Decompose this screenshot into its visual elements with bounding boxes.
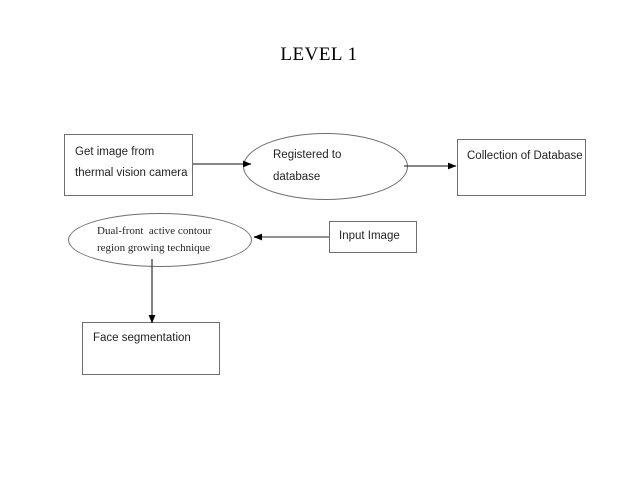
node-face-segmentation[interactable]: Face segmentation — [82, 322, 220, 375]
node-registered-to-database[interactable]: Registered to database — [243, 133, 408, 200]
node-registered-line1: Registered to — [273, 149, 342, 161]
node-get-image[interactable]: Get image from thermal vision camera — [64, 134, 193, 196]
node-registered-line2: database — [273, 171, 321, 183]
node-input-image-line1: Input Image — [339, 230, 400, 242]
node-get-image-line1: Get image from — [75, 146, 155, 158]
page-title: LEVEL 1 — [280, 44, 358, 65]
node-dual-front-line2: region growing technique — [97, 242, 211, 254]
node-face-segmentation-line1: Face segmentation — [93, 332, 191, 344]
node-input-image[interactable]: Input Image — [329, 221, 417, 253]
node-dual-front-line1: Dual-front active contour — [97, 225, 212, 237]
node-collection-of-database[interactable]: Collection of Database — [457, 139, 586, 196]
node-collection-line1: Collection of Database — [467, 150, 583, 162]
node-dual-front-active-contour[interactable]: Dual-front active contour region growing… — [68, 213, 252, 267]
node-get-image-line2: thermal vision camera — [75, 167, 188, 179]
